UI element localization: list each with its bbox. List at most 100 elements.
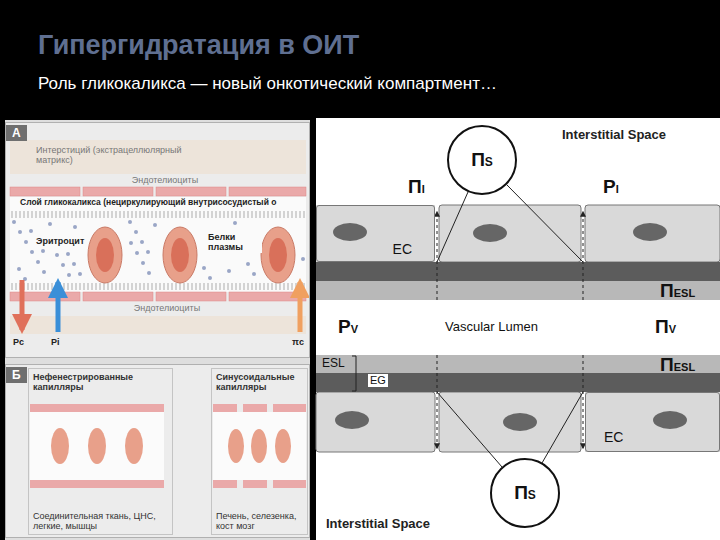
glycocalyx-strand [68,283,69,290]
glycocalyx-strand [100,211,101,218]
glycocalyx-strand [204,283,205,290]
glycocalyx-strand [84,283,85,290]
glycocalyx-strand [280,211,281,218]
label: ESL [322,357,345,371]
glycocalyx-strand [100,283,101,290]
label: PI [603,176,619,198]
glycocalyx-strand [96,211,97,218]
capillary-panel: Нефенестрированные капиллярыСоединительн… [28,368,173,535]
glycocalyx-strand [264,283,265,290]
glycocalyx-strand [84,211,85,218]
glycocalyx-strand [132,211,133,218]
glycocalyx-strand [220,283,221,290]
label: PV [338,316,358,338]
protein-dot [147,271,151,275]
glycocalyx-strand [156,283,157,290]
protein-dot [42,270,46,274]
protein-dot [61,263,65,267]
label: Белки плазмы [206,232,262,253]
protein-dot [12,220,16,224]
plasma-proteins [12,220,305,281]
node-text: Б [6,367,27,383]
glycocalyx-strand [96,283,97,290]
node-text: ΠS [514,482,536,504]
protein-dot [41,249,45,253]
glycocalyx-strand [128,283,129,290]
glycocalyx-strand [28,211,29,218]
label: Pc [13,337,24,347]
glycocalyx-strand [244,211,245,218]
glycocalyx-strand [36,283,37,290]
glycocalyx-strand [76,211,77,218]
protein-dot [29,229,33,233]
glycocalyx-strand [200,211,201,218]
glycocalyx-strand [16,283,17,290]
glycocalyx-strand [172,211,173,218]
label: Слой гликокаликса (нециркулирующий внутр… [20,198,276,208]
glycocalyx-strand [280,283,281,290]
glycocalyx-strand [244,283,245,290]
glycocalyx-strand [120,283,121,290]
glycocalyx-strand [48,211,49,218]
glycocalyx-strand [12,211,13,218]
node-text: А [6,125,27,141]
glycocalyx-strand [144,211,145,218]
glycocalyx-strand [112,283,113,290]
node-text: Нефенестрированные капилляры [33,372,168,392]
glycocalyx-strand [232,283,233,290]
glycocalyx-strand [136,283,137,290]
glycocalyx-strand [240,211,241,218]
glycocalyx-strand [168,283,169,290]
protein-dot [140,240,144,244]
capillary-figure [30,404,164,488]
glycocalyx-strand [20,211,21,218]
protein-dot [30,250,34,254]
protein-dot [78,272,82,276]
interstitium [10,316,306,334]
glycocalyx-strand [160,211,161,218]
glycocalyx-strand [216,283,217,290]
glycocalyx-strand [136,211,137,218]
glycocalyx-strand [152,283,153,290]
label: Pi [51,337,60,347]
glycocalyx-strand [148,211,149,218]
protein-dot [24,240,28,244]
glycocalyx-strand [104,211,105,218]
slide-title: Гипергидратация в ОИТ [38,30,359,61]
glycocalyx-strand [128,211,129,218]
glycocalyx-strand [76,283,77,290]
protein-dot [246,262,250,266]
node-text: Печень, селезенка, кост мозг [216,511,303,531]
glycocalyx-strand [256,283,257,290]
protein-dot [67,273,71,277]
glycocalyx-strand [92,211,93,218]
glycocalyx-strand [168,211,169,218]
protein-dot [73,225,77,229]
protein-dot [66,252,70,256]
glycocalyx-strand [268,283,269,290]
glycocalyx-strand [72,211,73,218]
protein-dot [48,222,52,226]
label: Роль гликокаликса — новый онкотический к… [38,74,497,94]
glycocalyx-strand [240,283,241,290]
protein-dot [134,230,138,234]
glycocalyx-strand [252,211,253,218]
glycocalyx-strand [28,283,29,290]
callout-circle: ΠS [447,125,517,195]
callout-circle: ΠS [490,458,560,528]
endothelial-cell: EC [585,392,720,452]
glycocalyx-strand [120,211,121,218]
protein-dot [128,220,132,224]
glycocalyx-strand [188,211,189,218]
glycocalyx-strand [72,283,73,290]
glycocalyx-strand [48,283,49,290]
glycocalyx-strand [16,211,17,218]
label: Эндотелиоциты [125,175,205,185]
glycocalyx-strand [296,211,297,218]
glycocalyx-strand [284,283,285,290]
glycocalyx-strand [208,283,209,290]
glycocalyx-strand [104,283,105,290]
glycocalyx-strand [32,211,33,218]
label: Интерстиций (экстрацеллюлярный матрикс) [36,145,206,166]
node-text: Соединительная ткань, ЦНС, легкие, мышцы [33,511,168,531]
